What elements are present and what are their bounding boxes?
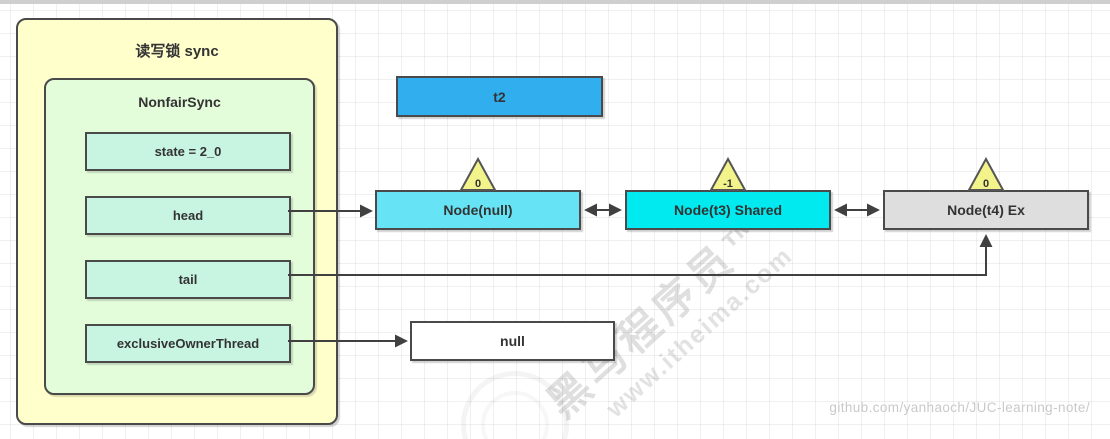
tail-to-node-arrow	[288, 234, 993, 276]
triangle-shape	[459, 157, 497, 191]
owner-null-box: null	[410, 321, 615, 361]
node-t4-ex-box: Node(t4) Ex	[883, 190, 1089, 230]
readwrite-lock-sync-box: 读写锁 sync NonfairSync state = 2_0 head ta…	[16, 18, 338, 425]
triangle-shape	[709, 157, 747, 191]
github-url-watermark: github.com/yanhaoch/JUC-learning-note/	[829, 400, 1090, 415]
field-tail: tail	[85, 260, 291, 299]
waitstatus-triangle-node-null: 0	[459, 157, 497, 192]
waitstatus-value: 0	[982, 178, 990, 190]
triangle-shape	[967, 157, 1005, 191]
node-null-box: Node(null)	[375, 190, 581, 230]
nonfairsync-title: NonfairSync	[138, 94, 221, 110]
readwrite-lock-sync-title: 读写锁 sync	[135, 43, 219, 60]
thread-t2-box: t2	[396, 76, 603, 117]
node-t3-shared-box: Node(t3) Shared	[625, 190, 831, 230]
logo-circle-inner-watermark	[481, 391, 549, 439]
waitstatus-value: 0	[474, 178, 482, 190]
nonfairsync-box: NonfairSync state = 2_0 head tail exclus…	[44, 78, 315, 395]
waitstatus-triangle-node-t4: 0	[967, 157, 1005, 192]
field-head: head	[85, 196, 291, 235]
field-state: state = 2_0	[85, 132, 291, 171]
waitstatus-value: -1	[723, 178, 733, 190]
window-top-border	[0, 0, 1110, 4]
field-exclusive-owner-thread: exclusiveOwnerThread	[85, 324, 291, 363]
waitstatus-triangle-node-t3: -1	[709, 157, 747, 192]
